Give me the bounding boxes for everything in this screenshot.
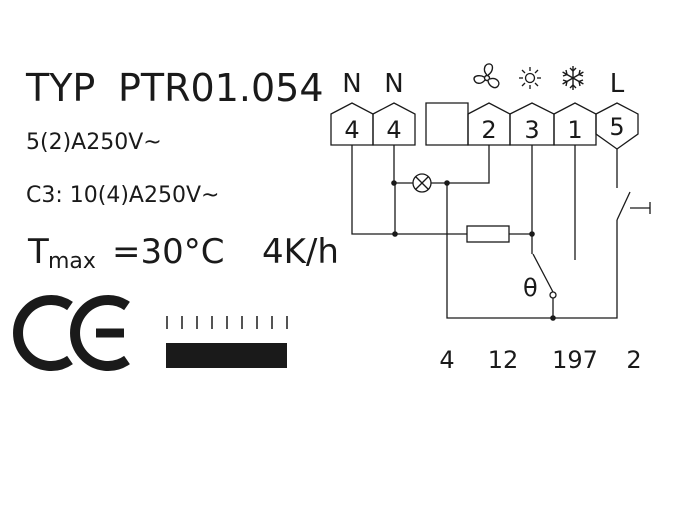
thermostat-contact [549,291,557,299]
sun-icon [519,67,541,89]
terminal-number: 1 [567,116,582,144]
terminal-number: 3 [524,116,539,144]
rating-c3: C3: 10(4)A250V~ [26,183,219,208]
code-digit: 197 [552,346,598,374]
terminal-number: 4 [386,116,401,144]
code-digit: 12 [488,346,519,374]
theta-symbol: θ [523,274,538,302]
terminal-label-n2: N [384,69,403,99]
terminal-block [330,102,639,150]
tmax-t: T [27,232,49,272]
rating-main: 5(2)A250V~ [26,130,162,155]
ruler-ticks [166,316,288,329]
model-number: PTR01.054 [118,66,324,110]
fan-icon [473,63,500,89]
terminal-number: 2 [481,116,496,144]
black-bar [166,343,287,368]
terminal-number: 5 [609,113,624,141]
code-digit: 4 [439,346,454,374]
code-digit: 2 [626,346,641,374]
tmax-sub: max [48,249,96,274]
resistor [466,225,510,243]
junction-dots [391,180,556,321]
wiring [351,145,651,319]
differential: 4K/h [262,232,339,272]
ce-mark-icon [13,295,130,371]
lamp-icon [412,173,432,193]
terminal-number: 4 [344,116,359,144]
terminal-label-l: L [610,69,625,99]
tmax-value: =30°C [112,232,225,272]
terminal-label-n1: N [342,69,361,99]
type-prefix: TYP [25,66,95,110]
snowflake-icon [562,66,584,90]
